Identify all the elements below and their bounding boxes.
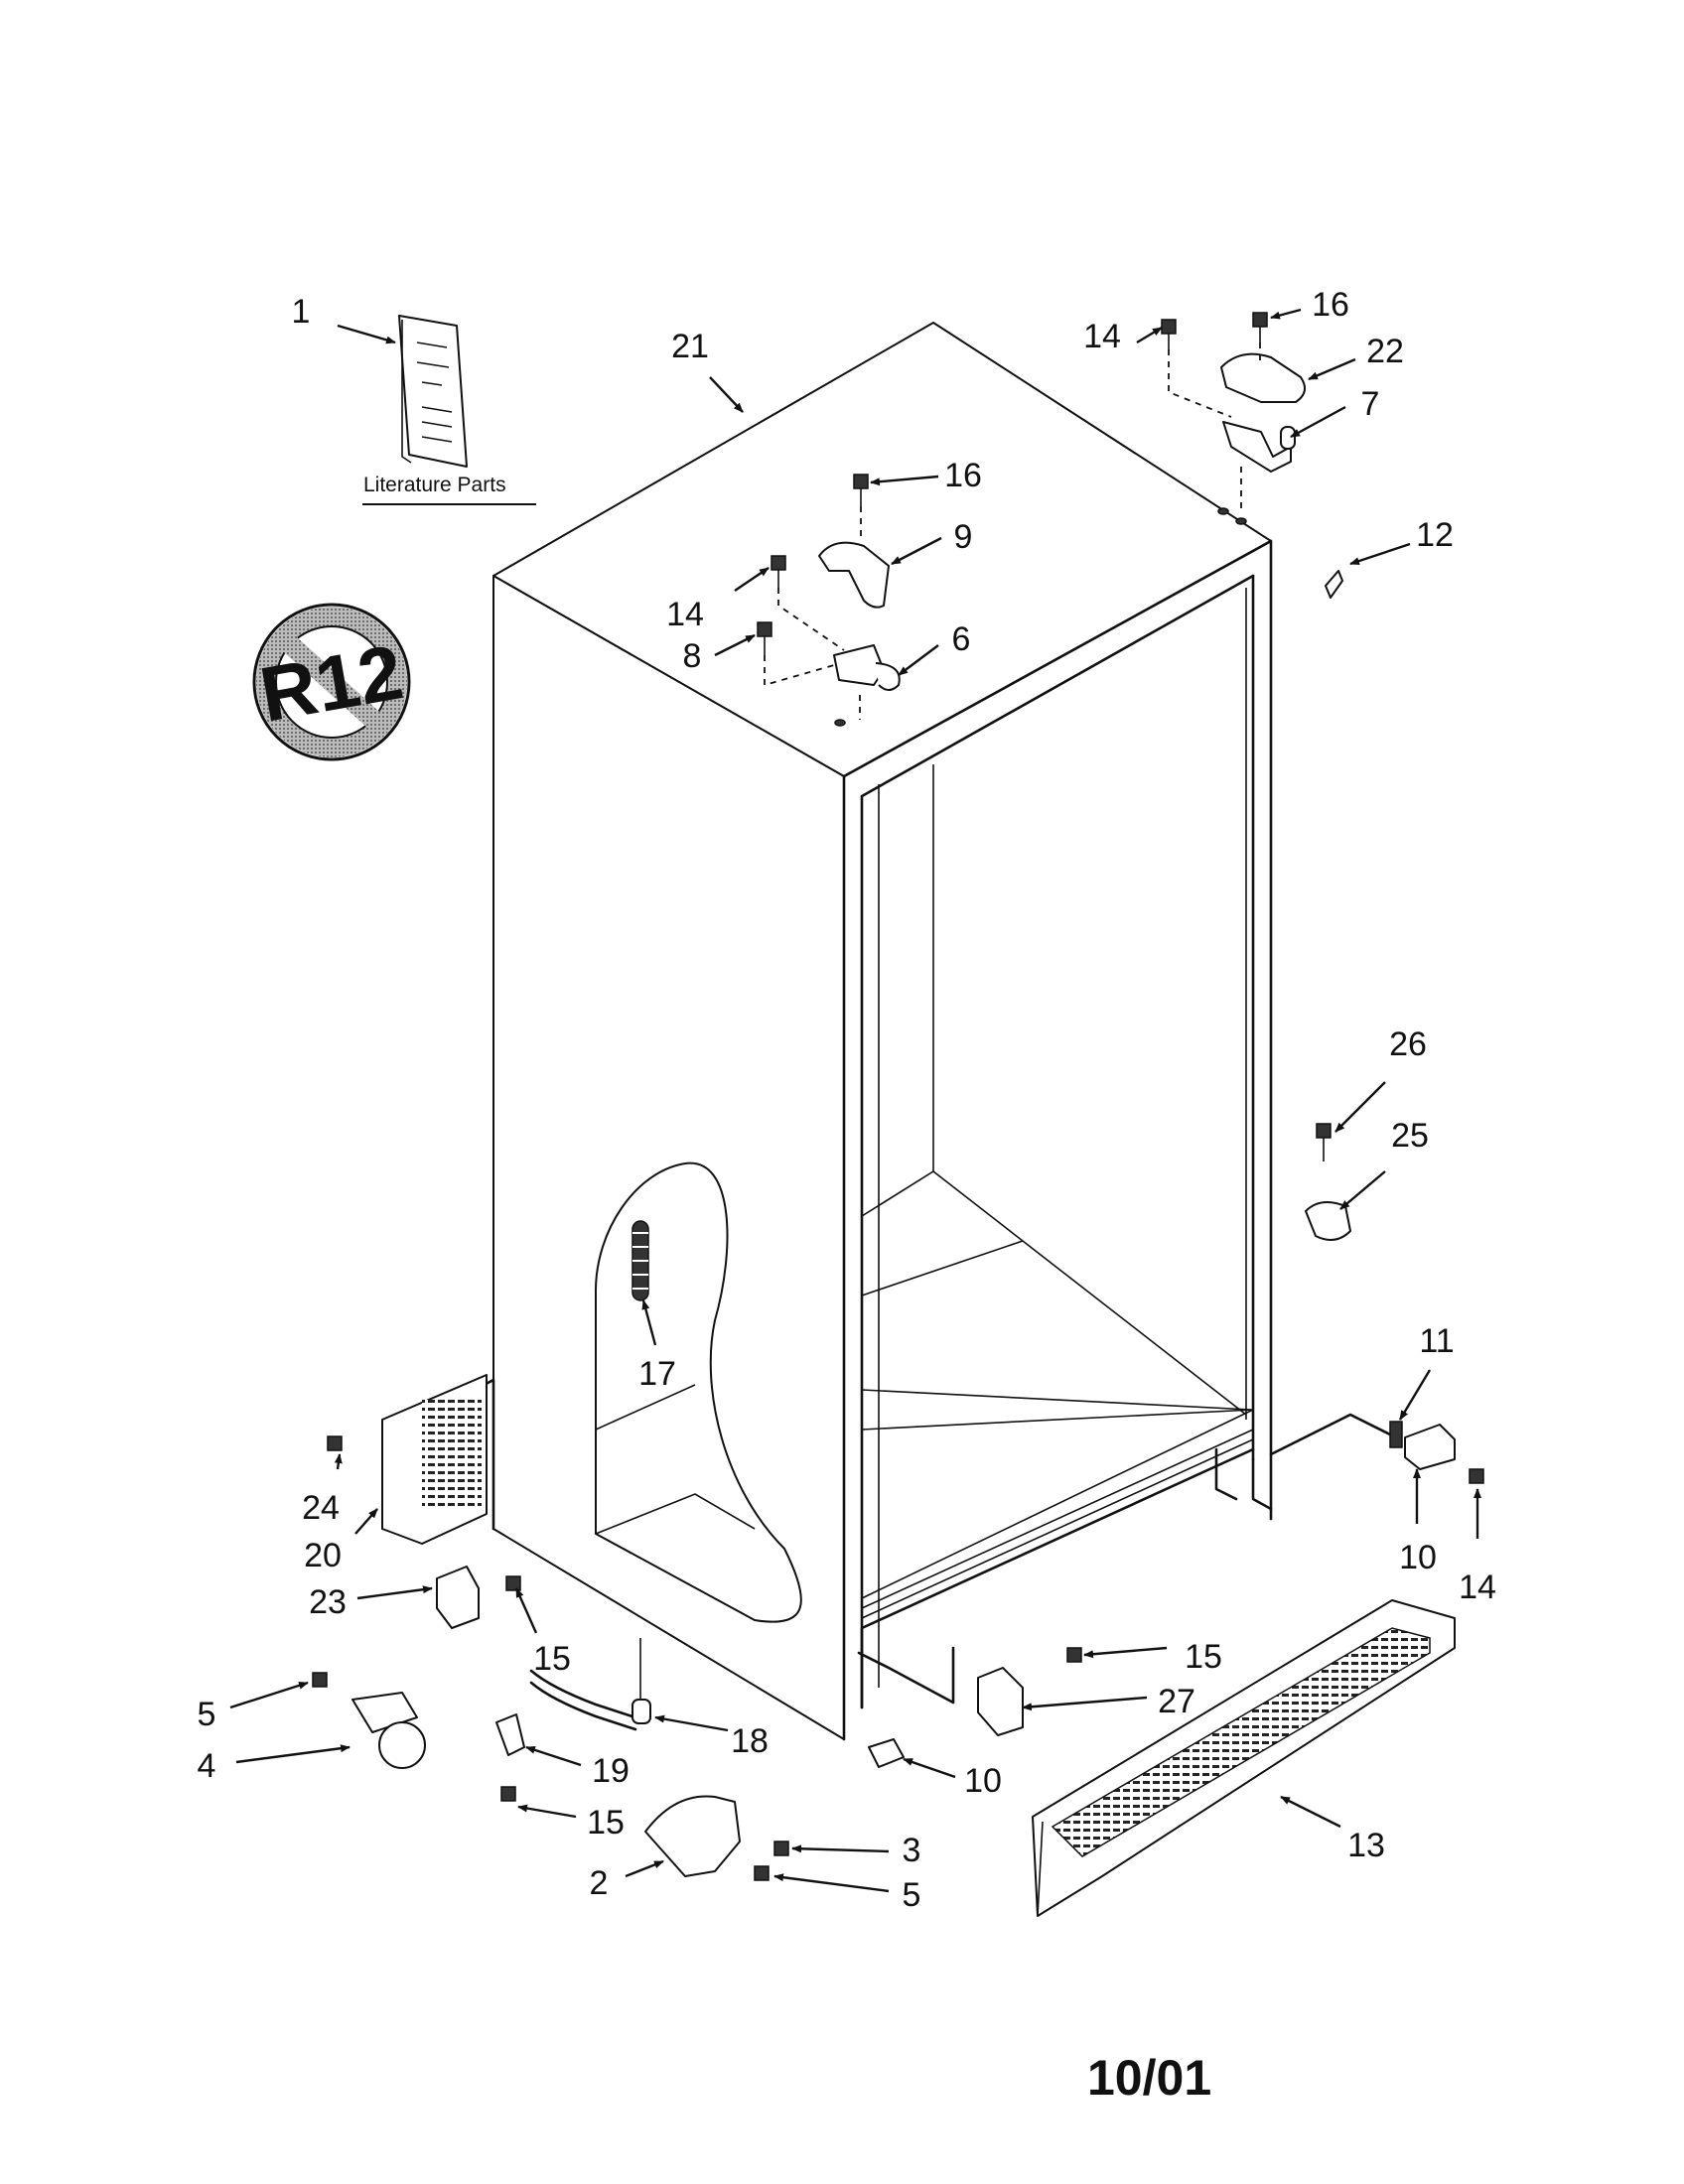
front-roller [644, 1795, 741, 1877]
callout-22: 22 [1366, 333, 1404, 370]
center-hinge-cover [818, 541, 890, 609]
shim [1389, 1421, 1403, 1448]
callout-8: 8 [683, 637, 702, 675]
callout-5: 5 [198, 1696, 216, 1733]
callout-19: 19 [592, 1752, 630, 1790]
callout-9: 9 [954, 518, 973, 556]
no-r12-symbol-icon [252, 603, 411, 761]
callout-17: 17 [638, 1355, 676, 1393]
door-stop [1325, 570, 1343, 599]
grille-clip [977, 1667, 1024, 1736]
callout-10: 10 [1399, 1539, 1437, 1576]
callout-14: 14 [1083, 318, 1121, 355]
center-hinge [833, 644, 901, 691]
callout-25: 25 [1391, 1117, 1429, 1155]
callout-4: 4 [198, 1747, 216, 1785]
callout-15: 15 [587, 1804, 625, 1842]
screws [312, 312, 1484, 1881]
callout-12: 12 [1416, 516, 1454, 554]
callout-15: 15 [533, 1640, 571, 1678]
drain-bracket [436, 1566, 480, 1629]
leveling-bracket-lower [868, 1738, 905, 1768]
callout-3: 3 [903, 1832, 921, 1869]
callout-16: 16 [1312, 286, 1349, 324]
revision-date: 10/01 [1087, 2050, 1211, 2106]
callout-6: 6 [952, 620, 971, 658]
drain-tube [529, 1669, 637, 1719]
callout-1: 1 [292, 293, 311, 331]
callout-labels: 1 21 16 14 22 7 16 9 12 14 8 6 26 25 17 … [198, 286, 1496, 1914]
literature-parts-label: Literature Parts [363, 474, 506, 496]
callout-10: 10 [964, 1762, 1002, 1800]
condenser-coil [632, 1220, 649, 1301]
callout-13: 13 [1347, 1827, 1385, 1864]
toe-grille [1032, 1599, 1456, 1917]
upper-right-hinge [1222, 421, 1296, 473]
callout-2: 2 [590, 1864, 609, 1902]
upper-right-hinge-cover [1220, 352, 1306, 403]
cabinet [435, 322, 1392, 1741]
callout-16: 16 [944, 457, 982, 494]
callout-5: 5 [903, 1876, 921, 1914]
callout-15: 15 [1185, 1638, 1222, 1676]
callout-26: 26 [1389, 1025, 1427, 1063]
door-closer-cam [1305, 1201, 1351, 1241]
leader-arrows [229, 308, 1481, 1893]
leveling-bracket-right [1404, 1424, 1456, 1470]
tube-clip [495, 1713, 525, 1756]
callout-21: 21 [671, 328, 709, 365]
manual-booklet-icon [398, 315, 468, 468]
callout-18: 18 [731, 1722, 769, 1760]
callout-23: 23 [309, 1583, 347, 1621]
callout-14: 14 [666, 596, 704, 633]
callout-14: 14 [1459, 1569, 1496, 1606]
callout-20: 20 [304, 1537, 342, 1574]
callout-27: 27 [1158, 1683, 1195, 1720]
callout-7: 7 [1361, 385, 1380, 423]
callout-11: 11 [1419, 1322, 1454, 1360]
callout-24: 24 [302, 1489, 340, 1527]
